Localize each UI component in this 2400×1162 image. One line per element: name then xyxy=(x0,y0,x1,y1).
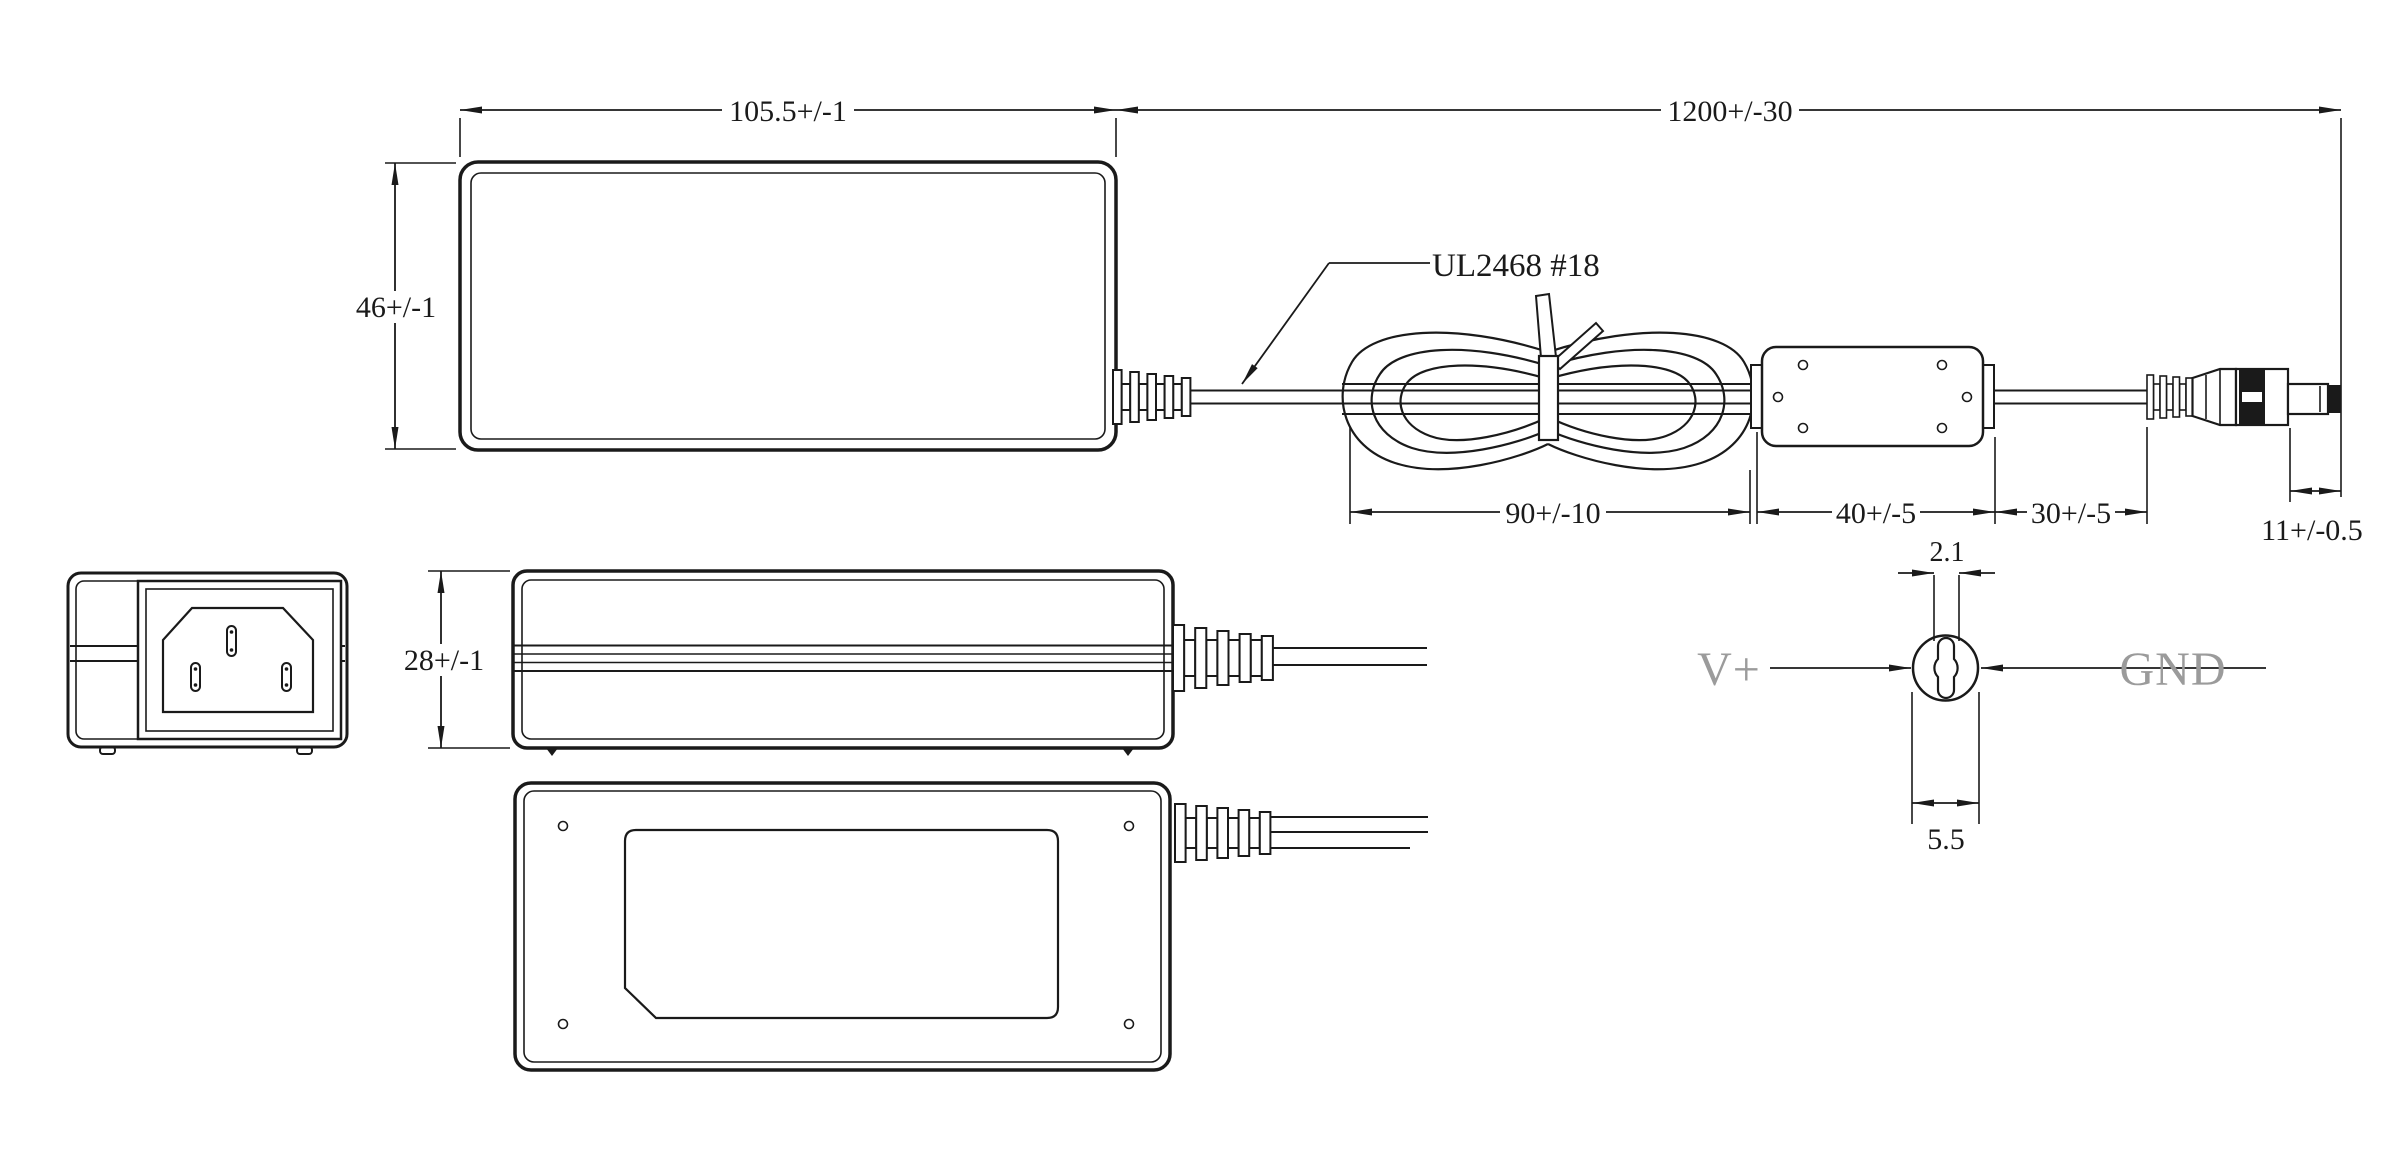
plug-section-view: V+ GND 2.1 5.5 xyxy=(1697,537,2266,856)
dim-body-width-label: 105.5+/-1 xyxy=(729,95,847,128)
output-strain-relief-side xyxy=(1172,624,1274,692)
inlet-case-outline xyxy=(66,571,349,749)
dim-plug-diameter-label: 5.5 xyxy=(1927,823,1965,856)
iec-c14-socket xyxy=(161,606,315,714)
screw-hole xyxy=(557,820,569,832)
plug-pin-hole xyxy=(1933,636,1959,700)
inlet-plate xyxy=(136,579,343,741)
ground-terminal-label: GND xyxy=(2120,643,2227,696)
side-view: 28+/-1 xyxy=(400,569,1427,756)
leader-cable-spec: UL2468 #18 xyxy=(1241,248,1600,385)
plug-barrel xyxy=(2286,382,2330,416)
dim-filter-span-label: 40+/-5 xyxy=(1836,497,1916,530)
plug-barrel-section xyxy=(1911,634,1980,702)
bottom-view xyxy=(513,781,1428,1072)
side-foot-left xyxy=(546,748,558,756)
dim-pin-hole-label: 2.1 xyxy=(1930,537,1965,568)
adapter-body-top-outline xyxy=(458,160,1118,452)
inlet-foot-left xyxy=(99,746,116,755)
dim-plug-length-label: 11+/-0.5 xyxy=(2261,514,2363,547)
dim-lead-span-label: 30+/-5 xyxy=(2031,497,2111,530)
positive-terminal-label: V+ xyxy=(1697,643,1761,696)
screw-hole xyxy=(1123,1018,1135,1030)
dc-cable-top xyxy=(1190,389,2148,405)
cable-spec-label: UL2468 #18 xyxy=(1432,248,1600,284)
dim-cord-length-label: 1200+/-30 xyxy=(1667,95,1792,128)
ac-inlet-view xyxy=(66,571,349,755)
cable-coil xyxy=(1341,292,1755,471)
screw-hole xyxy=(557,1018,569,1030)
output-strain-relief-bottom xyxy=(1174,803,1272,863)
top-view xyxy=(458,160,2341,471)
dimension-annotations: 105.5+/-1 1200+/-30 46+/-1 90+/-10 40+/-… xyxy=(352,95,2363,547)
socket-pins xyxy=(190,625,292,692)
output-strain-relief-top xyxy=(1112,369,1192,425)
adapter-body-top-inner-line xyxy=(470,172,1106,440)
plug-tip xyxy=(2328,385,2341,413)
cable-tie-tail-2 xyxy=(1550,321,1605,371)
dc-plug xyxy=(2146,367,2341,427)
screw-hole xyxy=(1123,820,1135,832)
cable-tie xyxy=(1537,354,1560,442)
label-recess xyxy=(623,828,1060,1020)
dim-body-height-label: 46+/-1 xyxy=(356,291,436,324)
dim-coil-span-label: 90+/-10 xyxy=(1505,497,1600,530)
dim-body-thickness-label: 28+/-1 xyxy=(404,644,484,677)
adapter-body-side-outline xyxy=(511,569,1175,750)
inlet-foot-right xyxy=(296,746,313,755)
filter-box xyxy=(1750,345,1995,448)
adapter-body-bottom-outline xyxy=(513,781,1172,1072)
side-foot-right xyxy=(1122,748,1134,756)
